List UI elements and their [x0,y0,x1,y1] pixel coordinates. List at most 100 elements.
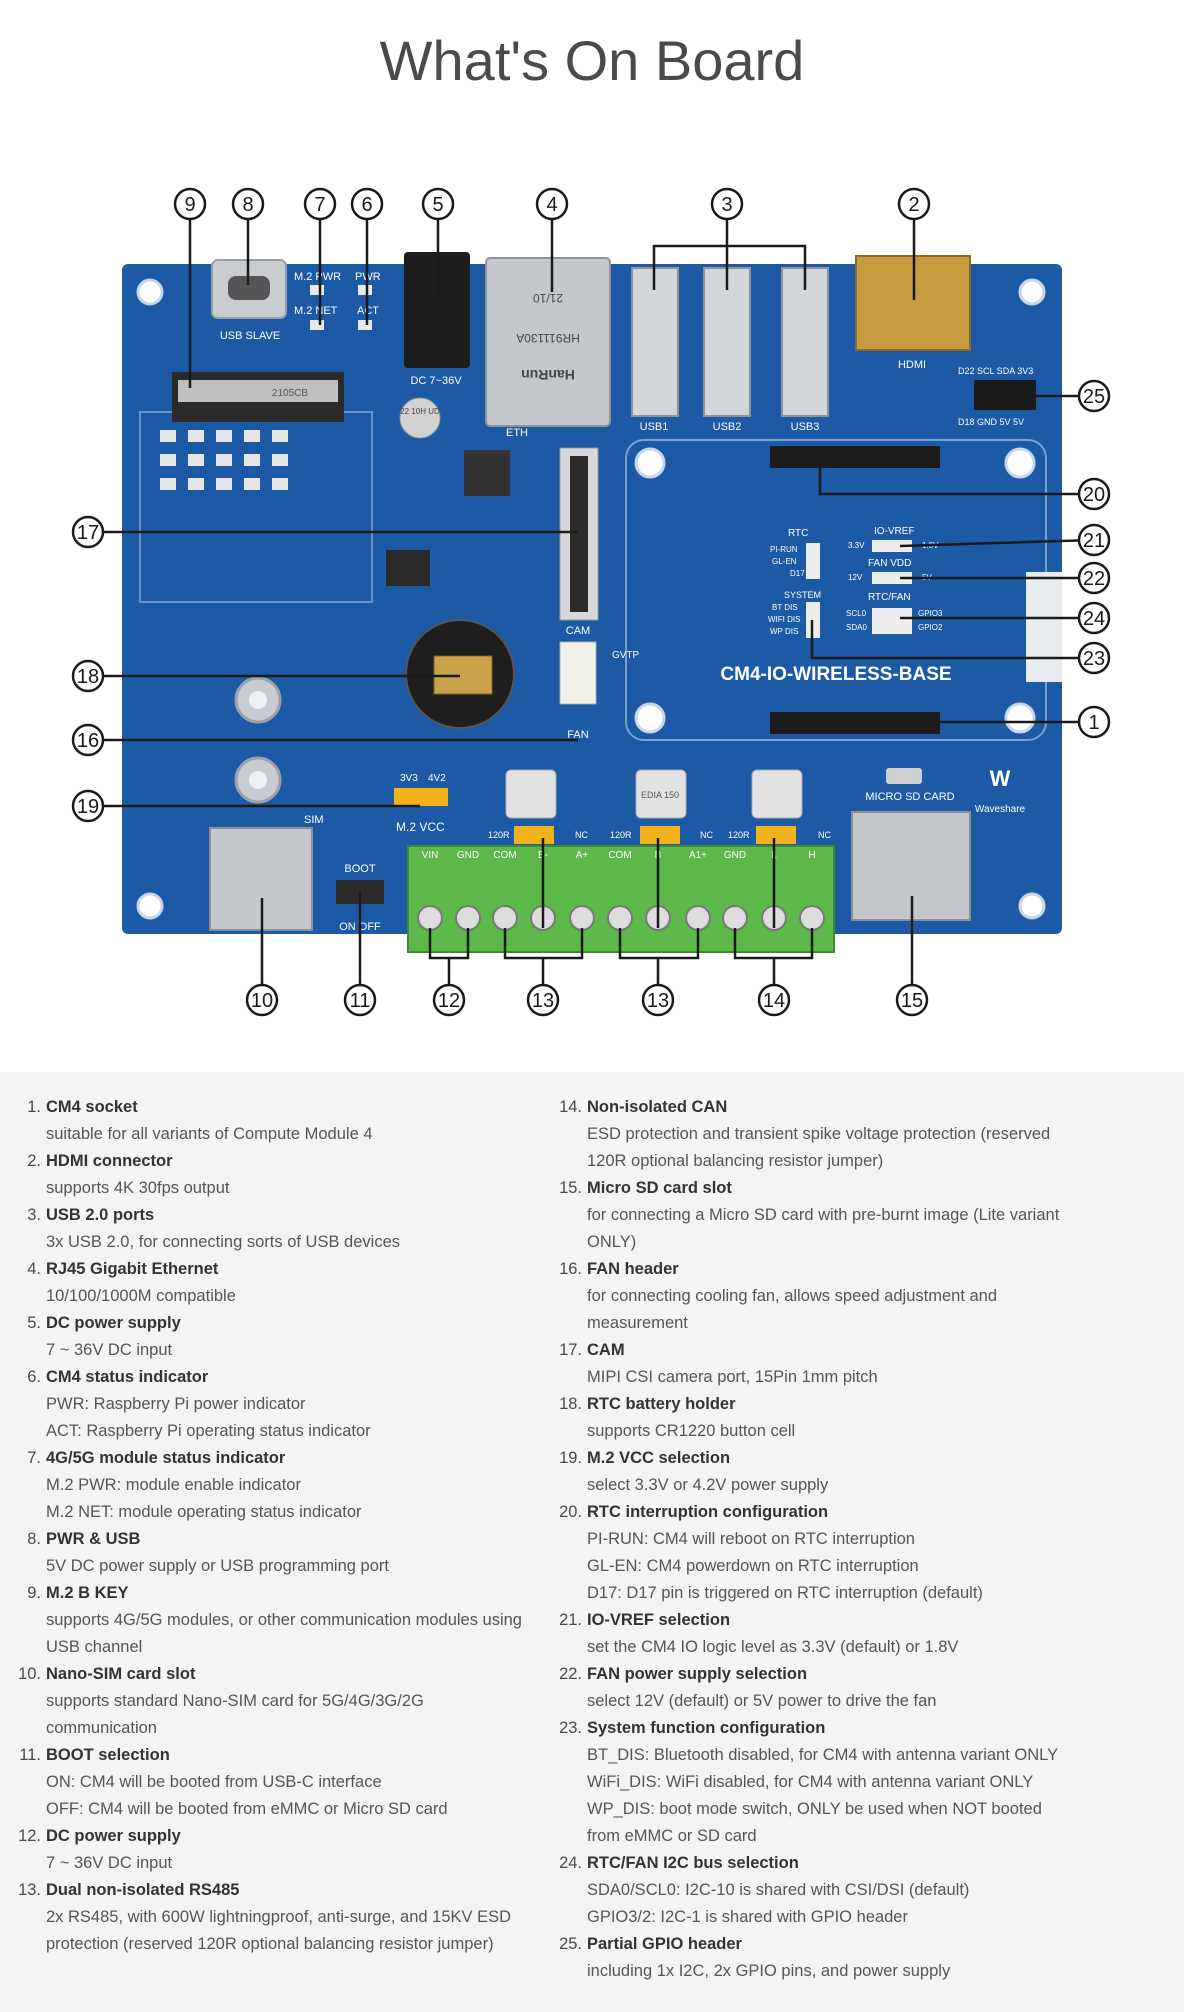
legend-item-title: Nano-SIM card slot [46,1665,196,1683]
callout-marker: 22 [1077,561,1111,595]
callout-marker: 12 [432,983,466,1017]
legend-item-number: 12. [18,1827,41,1845]
sda0-label: SDA0 [846,623,867,632]
legend-item-number: 16. [559,1260,582,1278]
term-vin-label: VIN [422,850,439,861]
legend-item-description: M.2 PWR: module enable indicator [46,1476,301,1494]
jack-brand-label: HanRun [521,367,575,383]
legend-item-description: WiFi_DIS: WiFi disabled, for CM4 with an… [587,1773,1034,1791]
callout-number: 3 [721,194,732,216]
term-h-label: H [808,850,815,861]
usb1-label: USB1 [640,421,669,433]
regulator [386,550,430,586]
callout-number: 24 [1083,608,1105,630]
smd-components [160,430,288,490]
callout-marker: 2 [897,187,931,221]
nc-label-1: NC [575,830,588,840]
callout-marker: 16 [71,723,105,757]
legend-item-description: select 3.3V or 4.2V power supply [587,1476,829,1494]
legend-item-description: from eMMC or SD card [587,1827,757,1845]
callout-marker: 11 [343,983,377,1017]
legend-item-title: RTC/FAN I2C bus selection [587,1854,799,1872]
r120-label-2: 120R [610,830,632,840]
mounting-holes [136,278,1046,920]
legend-item-title: RJ45 Gigabit Ethernet [46,1260,219,1278]
legend-item-title: FAN power supply selection [587,1665,808,1683]
legend-item-description: 120R optional balancing resistor jumper) [587,1152,884,1170]
term-a-plus-label: A+ [576,850,589,861]
legend-item-number: 11. [19,1746,41,1764]
legend-item-description: M.2 NET: module operating status indicat… [46,1503,362,1521]
callout-marker: 13 [526,983,560,1017]
legend-item-number: 1. [27,1098,41,1116]
callout-marker: 21 [1077,523,1111,557]
wp-dis-label: WP DIS [770,627,798,636]
callout-number: 5 [432,194,443,216]
legend-item-number: 25. [559,1935,582,1953]
legend-item: 19. M.2 VCC selection select 3.3V or 4.2V … [555,1445,1075,1499]
m2-vcc-jumper [394,788,448,806]
term-gnd2-label: GND [724,850,746,861]
legend-item-description: WP_DIS: boot mode switch, ONLY be used w… [587,1800,1042,1818]
legend-item-title: M.2 B KEY [46,1584,129,1602]
legend-item-description: for connecting cooling fan, allows speed… [587,1287,998,1305]
legend-item-description: communication [46,1719,157,1737]
legend-item-title: CM4 socket [46,1098,138,1116]
legend-item-title: 4G/5G module status indicator [46,1449,286,1467]
v33b-label: 3V3 [400,773,418,784]
nc-label-3: NC [818,830,831,840]
legend-item-title: BOOT selection [46,1746,170,1764]
legend-item-title: Micro SD card slot [587,1179,732,1197]
legend-item-number: 19. [559,1449,582,1467]
gpio3-label: GPIO3 [918,609,943,618]
legend-item-title: HDMI connector [46,1152,173,1170]
legend-item-number: 4. [27,1260,41,1278]
callout-number: 16 [77,730,99,752]
capacitor [399,397,441,439]
standoffs [234,676,282,804]
legend-item-description: PWR: Raspberry Pi power indicator [46,1395,306,1413]
callout-marker: 18 [71,659,105,693]
legend-item-description: PI-RUN: CM4 will reboot on RTC interrupt… [587,1530,915,1548]
callout-marker: 14 [757,983,791,1017]
gpio-header [974,380,1036,410]
legend-item-number: 7. [27,1449,41,1467]
hdmi-label: HDMI [898,359,926,371]
m2-code-label: 2105CB [272,388,308,399]
legend-item-title: DC power supply [46,1827,181,1845]
legend-item-title: Non-isolated CAN [587,1098,728,1116]
io-vref-label: IO-VREF [874,526,915,537]
legend-item-description: measurement [587,1314,688,1332]
callout-marker: 19 [71,789,105,823]
callout-marker: 6 [350,187,384,221]
fan-vdd-label: FAN VDD [868,558,911,569]
legend-item-description: MIPI CSI camera port, 15Pin 1mm pitch [587,1368,878,1386]
legend-item-number: 3. [27,1206,41,1224]
fan-header [559,641,597,705]
callout-number: 17 [77,522,99,544]
callout-number: 2 [908,194,919,216]
callout-marker: 10 [245,983,279,1017]
antenna-label-sticker [1026,572,1062,682]
jack-model-label: HR911130A [516,331,580,345]
legend-item-title: M.2 VCC selection [587,1449,731,1467]
